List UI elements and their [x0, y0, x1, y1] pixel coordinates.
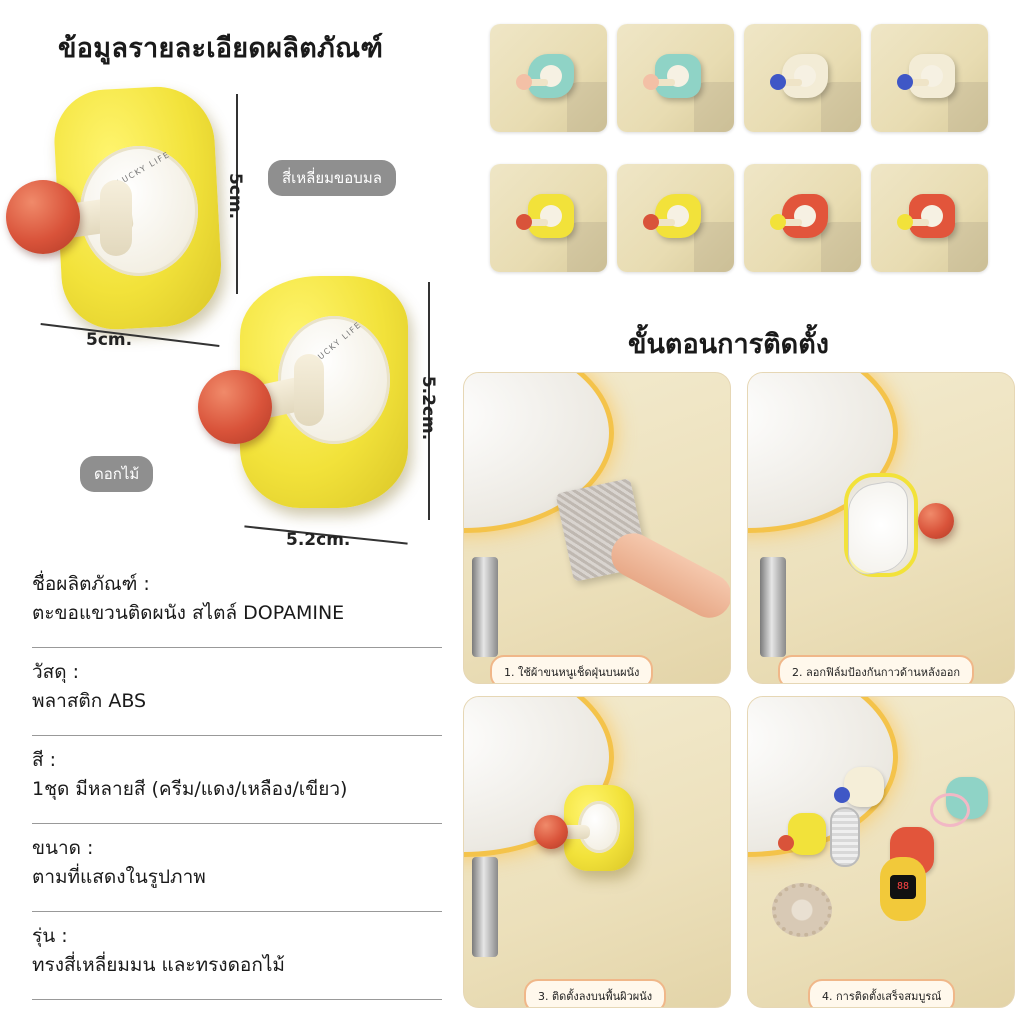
yellow-hook [788, 813, 826, 855]
variant-stem [909, 79, 929, 86]
spec-divider [32, 735, 442, 736]
spec-model-value: ทรงสี่เหลี่ยมมน และทรงดอกไม้ [32, 953, 285, 976]
hanging-rings [930, 793, 970, 827]
product-details-panel: ข้อมูลรายละเอียดผลิตภัณฑ์ LUCKY LIFE 5cm… [0, 0, 470, 1024]
bath-sponge [772, 883, 832, 937]
variant-knob [516, 214, 532, 230]
flower-shape-tag: ดอกไม้ [80, 456, 154, 492]
step-4-card: 88 4. การติดตั้งเสร็จสมบูรณ์ [747, 696, 1015, 1008]
variant-thumbnail[interactable] [617, 24, 734, 132]
square-hook-stem-upper [100, 180, 132, 256]
faucet [472, 557, 498, 657]
spec-color-label: สี : [32, 749, 57, 771]
square-hook-image: LUCKY LIFE [0, 0, 270, 340]
spec-material-label: วัสดุ : [32, 661, 80, 683]
variant-knob [770, 214, 786, 230]
wall-shadow [567, 82, 607, 132]
variant-knob [770, 74, 786, 90]
variant-thumbnail[interactable] [490, 24, 607, 132]
hook-knob [918, 503, 954, 539]
variant-stem [782, 219, 802, 226]
square-height-label: 5cm. [225, 172, 246, 220]
step-1-caption: 1. ใช้ผ้าขนหนูเช็ดฝุ่นบนผนัง [490, 655, 654, 683]
flower-hook-knob [198, 370, 272, 444]
wall-shadow [821, 222, 861, 272]
variant-knob [897, 214, 913, 230]
cream-hook [844, 767, 884, 807]
variant-thumbnail[interactable] [744, 24, 861, 132]
variant-thumbnail[interactable] [871, 24, 988, 132]
spec-divider [32, 999, 442, 1000]
smart-watch: 88 [880, 857, 926, 921]
spec-divider [32, 911, 442, 912]
installed-hook-knob [534, 815, 568, 849]
spec-divider [32, 823, 442, 824]
spec-model-label: รุ่น : [32, 925, 68, 947]
flower-height-label: 5.2cm. [418, 375, 439, 441]
watch-screen: 88 [890, 875, 916, 899]
variant-thumbnail[interactable] [744, 164, 861, 272]
step-1-card: 1. ใช้ผ้าขนหนูเช็ดฝุ่นบนผนัง [463, 372, 731, 684]
wall-shadow [948, 82, 988, 132]
spec-size: ขนาด : ตามที่แสดงในรูปภาพ [32, 834, 442, 891]
wall-shadow [821, 82, 861, 132]
spec-divider [32, 647, 442, 648]
page-title: ข้อมูลรายละเอียดผลิตภัณฑ์ [58, 33, 384, 64]
variant-stem [528, 219, 548, 226]
square-shape-tag: สี่เหลี่ยมขอบมล [268, 160, 396, 196]
square-hook-knob [6, 180, 80, 254]
variant-stem [655, 219, 675, 226]
variant-stem [528, 79, 548, 86]
protective-film [848, 477, 908, 579]
blue-knob [834, 787, 850, 803]
spec-color: สี : 1ชุด มีหลายสี (ครีม/แดง/เหลือง/เขีย… [32, 746, 442, 803]
spec-material-value: พลาสติก ABS [32, 689, 147, 712]
spec-size-label: ขนาด : [32, 837, 94, 859]
variant-knob [516, 74, 532, 90]
step-3-caption: 3. ติดตั้งลงบนพื้นผิวผนัง [524, 979, 667, 1007]
spec-size-value: ตามที่แสดงในรูปภาพ [32, 865, 206, 888]
wall-shadow [948, 222, 988, 272]
spec-material: วัสดุ : พลาสติก ABS [32, 658, 442, 715]
spec-name: ชื่อผลิตภัณฑ์ : ตะขอแขวนติดผนัง สไตล์ DO… [32, 570, 442, 627]
square-width-label: 5cm. [86, 330, 133, 350]
hair-brush [830, 807, 860, 867]
variant-thumbnail[interactable] [871, 164, 988, 272]
faucet [760, 557, 786, 657]
flower-height-line [428, 282, 430, 520]
step-2-card: 2. ลอกฟิล์มป้องกันกาวด้านหลังออก [747, 372, 1015, 684]
spec-color-value: 1ชุด มีหลายสี (ครีม/แดง/เหลือง/เขียว) [32, 777, 348, 800]
square-height-line [236, 94, 238, 294]
step-3-card: 3. ติดตั้งลงบนพื้นผิวผนัง [463, 696, 731, 1008]
flower-hook-stem-upper [294, 354, 324, 426]
wall-shadow [694, 222, 734, 272]
variant-stem [782, 79, 802, 86]
red-knob [778, 835, 794, 851]
variant-knob [643, 214, 659, 230]
step-4-caption: 4. การติดตั้งเสร็จสมบูรณ์ [808, 979, 956, 1007]
variant-thumbnail[interactable] [617, 164, 734, 272]
variant-stem [909, 219, 929, 226]
variant-knob [897, 74, 913, 90]
flower-width-label: 5.2cm. [286, 530, 351, 550]
spec-model: รุ่น : ทรงสี่เหลี่ยมมน และทรงดอกไม้ [32, 922, 442, 979]
installation-steps-title: ขั้นตอนการติดตั้ง [628, 329, 829, 360]
variant-knob [643, 74, 659, 90]
spec-name-label: ชื่อผลิตภัณฑ์ : [32, 573, 150, 595]
spec-name-value: ตะขอแขวนติดผนัง สไตล์ DOPAMINE [32, 601, 345, 624]
wall-shadow [694, 82, 734, 132]
wall-shadow [567, 222, 607, 272]
faucet [472, 857, 498, 957]
flower-hook-image: LUCKY LIFE [190, 270, 430, 530]
variant-stem [655, 79, 675, 86]
variant-thumbnail[interactable] [490, 164, 607, 272]
step-2-caption: 2. ลอกฟิล์มป้องกันกาวด้านหลังออก [778, 655, 975, 683]
hand-arm [603, 525, 730, 626]
